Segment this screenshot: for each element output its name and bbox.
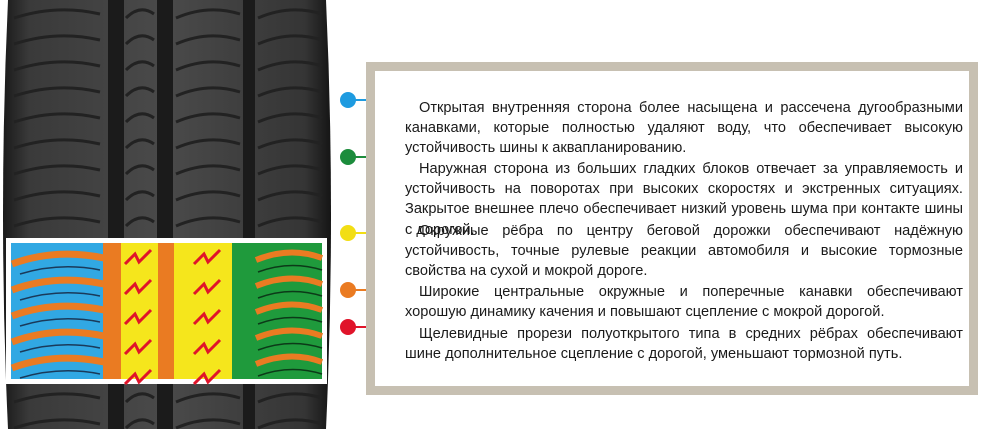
sipe [175, 216, 241, 228]
red-sipe [123, 368, 153, 386]
sipe [175, 138, 241, 150]
green-zone-sipe [257, 316, 323, 325]
feature-text-yellow: Окружные рёбра по центру беговой дорожки… [405, 223, 963, 280]
red-sipe [123, 338, 153, 356]
blue-zone-sipe [19, 370, 101, 379]
red-sipe [192, 368, 222, 386]
feature-text-green: Наружная сторона из больших гладких блок… [405, 161, 963, 238]
sipe [175, 60, 241, 72]
red-sipe [192, 278, 222, 296]
sipe [124, 164, 155, 176]
sipe [13, 86, 101, 98]
bullet-dot-blue [340, 92, 356, 108]
sipe [13, 112, 101, 124]
red-sipe [192, 338, 222, 356]
sipe [175, 418, 241, 429]
sipe [257, 216, 323, 228]
tire-sipes [13, 8, 323, 429]
red-sipe [192, 308, 222, 326]
tire-tread-illustration [3, 0, 331, 429]
sipe [13, 8, 101, 20]
red-sipe [192, 248, 222, 266]
zone-yellow-2 [174, 243, 232, 379]
blue-zone-sipe [19, 318, 101, 327]
sipe [124, 216, 155, 228]
sipe [257, 60, 323, 72]
sipe [13, 138, 101, 150]
feature-text-red: Щелевидные прорези полуоткрытого типа в … [405, 326, 963, 363]
sipe [13, 164, 101, 176]
bullet-dot-yellow [340, 225, 356, 241]
sipe [13, 60, 101, 72]
sipe [13, 216, 101, 228]
green-zone-groove [254, 275, 324, 289]
sipe [175, 164, 241, 176]
green-zone-groove [254, 301, 324, 315]
zone-green-strip [232, 243, 254, 379]
bullet-dot-red [340, 319, 356, 335]
sipe [175, 8, 241, 20]
green-zone-groove [254, 353, 324, 367]
description-panel: Открытая внутренняя сторона более насыще… [366, 62, 978, 395]
blue-zone-groove [10, 328, 105, 346]
sipe [257, 392, 323, 404]
blue-zone-groove [10, 276, 105, 294]
green-zone-sipe [257, 290, 323, 299]
sipe [13, 190, 101, 202]
sipe [175, 392, 241, 404]
green-zone-groove [254, 249, 324, 263]
zone-orange-2 [158, 243, 174, 379]
sipe [257, 86, 323, 98]
sipe [175, 112, 241, 124]
sipe [257, 418, 323, 429]
sipe [13, 34, 101, 46]
sipe [124, 34, 155, 46]
sipe [257, 112, 323, 124]
blue-zone-groove [10, 354, 105, 372]
sipe [124, 392, 155, 404]
blue-zone-sipe [19, 266, 101, 275]
sipe [257, 34, 323, 46]
red-sipe [123, 308, 153, 326]
sipe [257, 138, 323, 150]
green-zone-sipe [257, 368, 323, 377]
blue-zone-groove [10, 302, 105, 320]
feature-text-blue: Открытая внутренняя сторона более насыще… [405, 100, 963, 157]
description-panel-inner: Открытая внутренняя сторона более насыще… [375, 71, 969, 386]
feature-text-orange: Широкие центральные окружные и поперечны… [405, 284, 963, 321]
red-sipe [123, 278, 153, 296]
sipe [175, 86, 241, 98]
sipe [257, 164, 323, 176]
blue-zone-sipe [19, 292, 101, 301]
sipe [175, 34, 241, 46]
green-zone-sipe [257, 264, 323, 273]
red-sipe [123, 248, 153, 266]
sipe [124, 418, 155, 429]
sipe [124, 190, 155, 202]
bullet-dot-green [340, 149, 356, 165]
sipe [13, 392, 101, 404]
green-zone-groove [254, 327, 324, 341]
sipe [13, 418, 101, 429]
zone-yellow-1 [121, 243, 159, 379]
sipe [124, 138, 155, 150]
sipe [124, 60, 155, 72]
sipe [124, 8, 155, 20]
blue-zone-groove [10, 250, 105, 268]
green-zone-sipe [257, 342, 323, 351]
blue-zone-sipe [19, 344, 101, 353]
sipe [175, 190, 241, 202]
bullet-dot-orange [340, 282, 356, 298]
sipe [257, 8, 323, 20]
zone-orange-1 [103, 243, 121, 379]
tread-zone-overlay [6, 238, 327, 386]
sipe [124, 86, 155, 98]
sipe [257, 190, 323, 202]
sipe [124, 112, 155, 124]
